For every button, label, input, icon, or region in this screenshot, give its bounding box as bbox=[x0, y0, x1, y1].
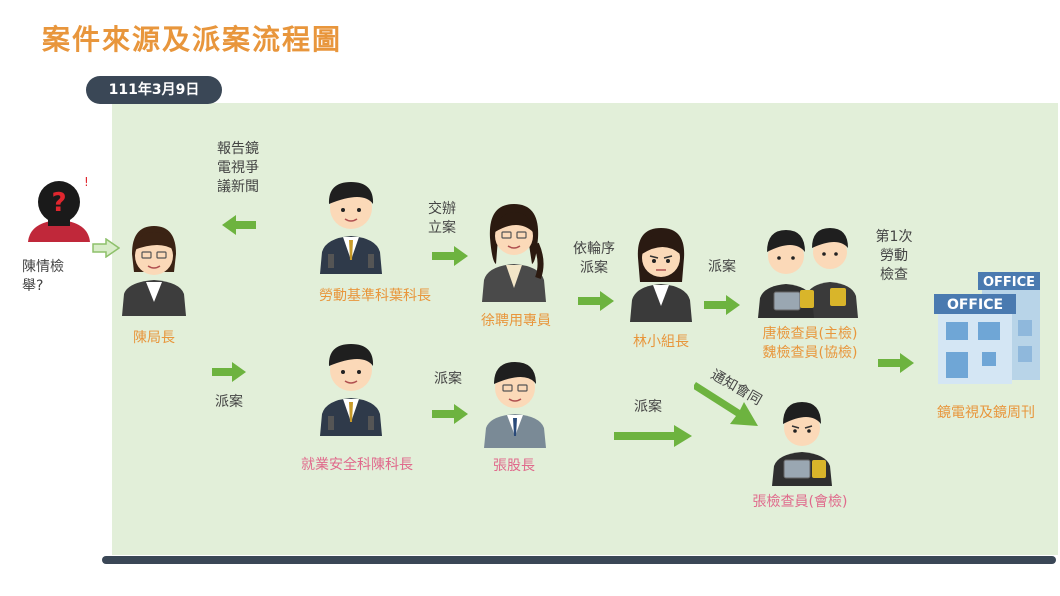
labor-standards-chief-label: 勞動基準科葉科長 bbox=[319, 288, 431, 304]
arrow-notify-joint bbox=[694, 376, 760, 428]
office-sign-back: OFFICE bbox=[983, 275, 1035, 290]
section-chief-zhang-label: 張股長 bbox=[493, 458, 535, 474]
date-badge: 111年3月9日 bbox=[86, 76, 222, 104]
arrow-label-rotation-dispatch: 依輪序 派案 bbox=[573, 241, 615, 276]
target-company-label: 鏡電視及鏡周刊 bbox=[937, 405, 1035, 421]
inspector-zhang-label: 張檢查員(會檢) bbox=[752, 494, 848, 510]
arrow-dispatch-inspectors bbox=[704, 294, 740, 316]
inspector-zhang-avatar bbox=[770, 398, 834, 486]
arrow-dispatch-inspector-zhang bbox=[614, 424, 692, 448]
arrow-first-inspection bbox=[878, 352, 914, 374]
arrow-label-dispatch-director: 派案 bbox=[215, 394, 243, 410]
director-label: 陳局長 bbox=[133, 330, 175, 346]
arrow-label-dispatch-section: 派案 bbox=[434, 371, 462, 387]
arrow-dispatch-from-director bbox=[212, 361, 246, 383]
arrow-report bbox=[222, 214, 256, 236]
page-title: 案件來源及派案流程圖 bbox=[42, 23, 343, 56]
arrow-dispatch-section bbox=[432, 403, 468, 425]
inspectors-tang-wei-avatar bbox=[756, 222, 860, 318]
arrow-rotation-dispatch bbox=[578, 290, 614, 312]
svg-text:?: ? bbox=[51, 188, 66, 218]
specialist-xu-avatar bbox=[480, 198, 548, 302]
timeline-bar bbox=[102, 556, 1056, 564]
employment-safety-chief-label: 就業安全科陳科長 bbox=[301, 457, 413, 473]
arrow-informant-to-director bbox=[92, 238, 120, 258]
arrow-label-dispatch-inspector-zhang: 派案 bbox=[634, 399, 662, 415]
director-avatar bbox=[120, 220, 188, 316]
employment-safety-chief-avatar bbox=[318, 336, 384, 436]
group-leader-lin-label: 林小組長 bbox=[633, 334, 689, 350]
flow-panel bbox=[112, 103, 1058, 555]
arrow-assign-case bbox=[432, 245, 468, 267]
arrow-label-report: 報告鏡 電視爭 議新聞 bbox=[217, 141, 259, 195]
office-sign-front: OFFICE bbox=[947, 297, 1003, 313]
question-mark-silhouette-icon: ? ! bbox=[24, 176, 94, 244]
informant-label: 陳情檢 舉? bbox=[22, 259, 64, 294]
office-building-icon: OFFICE OFFICE bbox=[932, 268, 1044, 384]
labor-standards-chief-avatar bbox=[318, 174, 384, 274]
group-leader-lin-avatar bbox=[628, 222, 694, 322]
arrow-label-assign-case: 交辦 立案 bbox=[428, 201, 456, 236]
specialist-xu-label: 徐聘用專員 bbox=[481, 313, 551, 329]
inspectors-tang-wei-label: 唐檢查員(主檢) 魏檢查員(協檢) bbox=[762, 326, 858, 361]
section-chief-zhang-avatar bbox=[482, 356, 548, 448]
arrow-label-dispatch-inspectors: 派案 bbox=[708, 259, 736, 275]
svg-text:!: ! bbox=[84, 176, 89, 189]
arrow-label-first-inspection: 第1次 勞動 檢查 bbox=[875, 229, 913, 283]
